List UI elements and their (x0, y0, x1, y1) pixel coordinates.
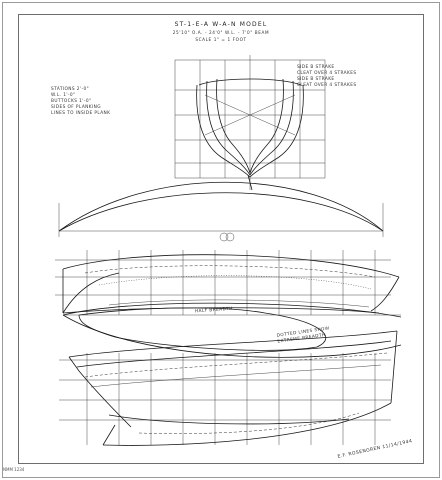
left-note: SIDES OF PLANKING (51, 105, 101, 110)
right-note: SIDE B STRAKE (297, 77, 335, 82)
left-note: W.L. 1'-0" (51, 93, 76, 98)
drawing-scale: SCALE 1" = 1 FOOT (195, 37, 247, 42)
deck-plan (58, 181, 384, 242)
catalog-number: NMM 1234 (3, 467, 25, 472)
drawing-title: ST-1-E-A W-A-N MODEL (174, 21, 268, 28)
right-notes: SIDE B STRAKE CLEAT OVER 4 STRAKES SIDE … (297, 65, 356, 89)
right-note: CLEAT OVER 4 STRAKES (297, 71, 357, 76)
right-note: CLEAT OVER 4 STRAKES (297, 83, 357, 88)
plan-view (62, 302, 402, 358)
left-note: LINES TO INSIDE PLANK (51, 111, 111, 116)
drawing-subtitle: 25'10" O.A. - 24'0" W.L. - 7'0" BEAM (172, 30, 270, 35)
body-plan (174, 55, 326, 191)
drawing-sheet: ST-1-E-A W-A-N MODEL 25'10" O.A. - 24'0"… (18, 14, 424, 464)
right-note: SIDE B STRAKE (297, 65, 335, 70)
left-note: BUTTOCKS 1'-0" (51, 99, 92, 104)
left-notes: STATIONS 2'-0" W.L. 1'-0" BUTTOCKS 1'-0"… (51, 87, 110, 117)
lines-drawing (55, 55, 402, 446)
left-note: STATIONS 2'-0" (51, 87, 89, 92)
half-breadth-view (59, 330, 398, 446)
profile-view (55, 250, 400, 315)
